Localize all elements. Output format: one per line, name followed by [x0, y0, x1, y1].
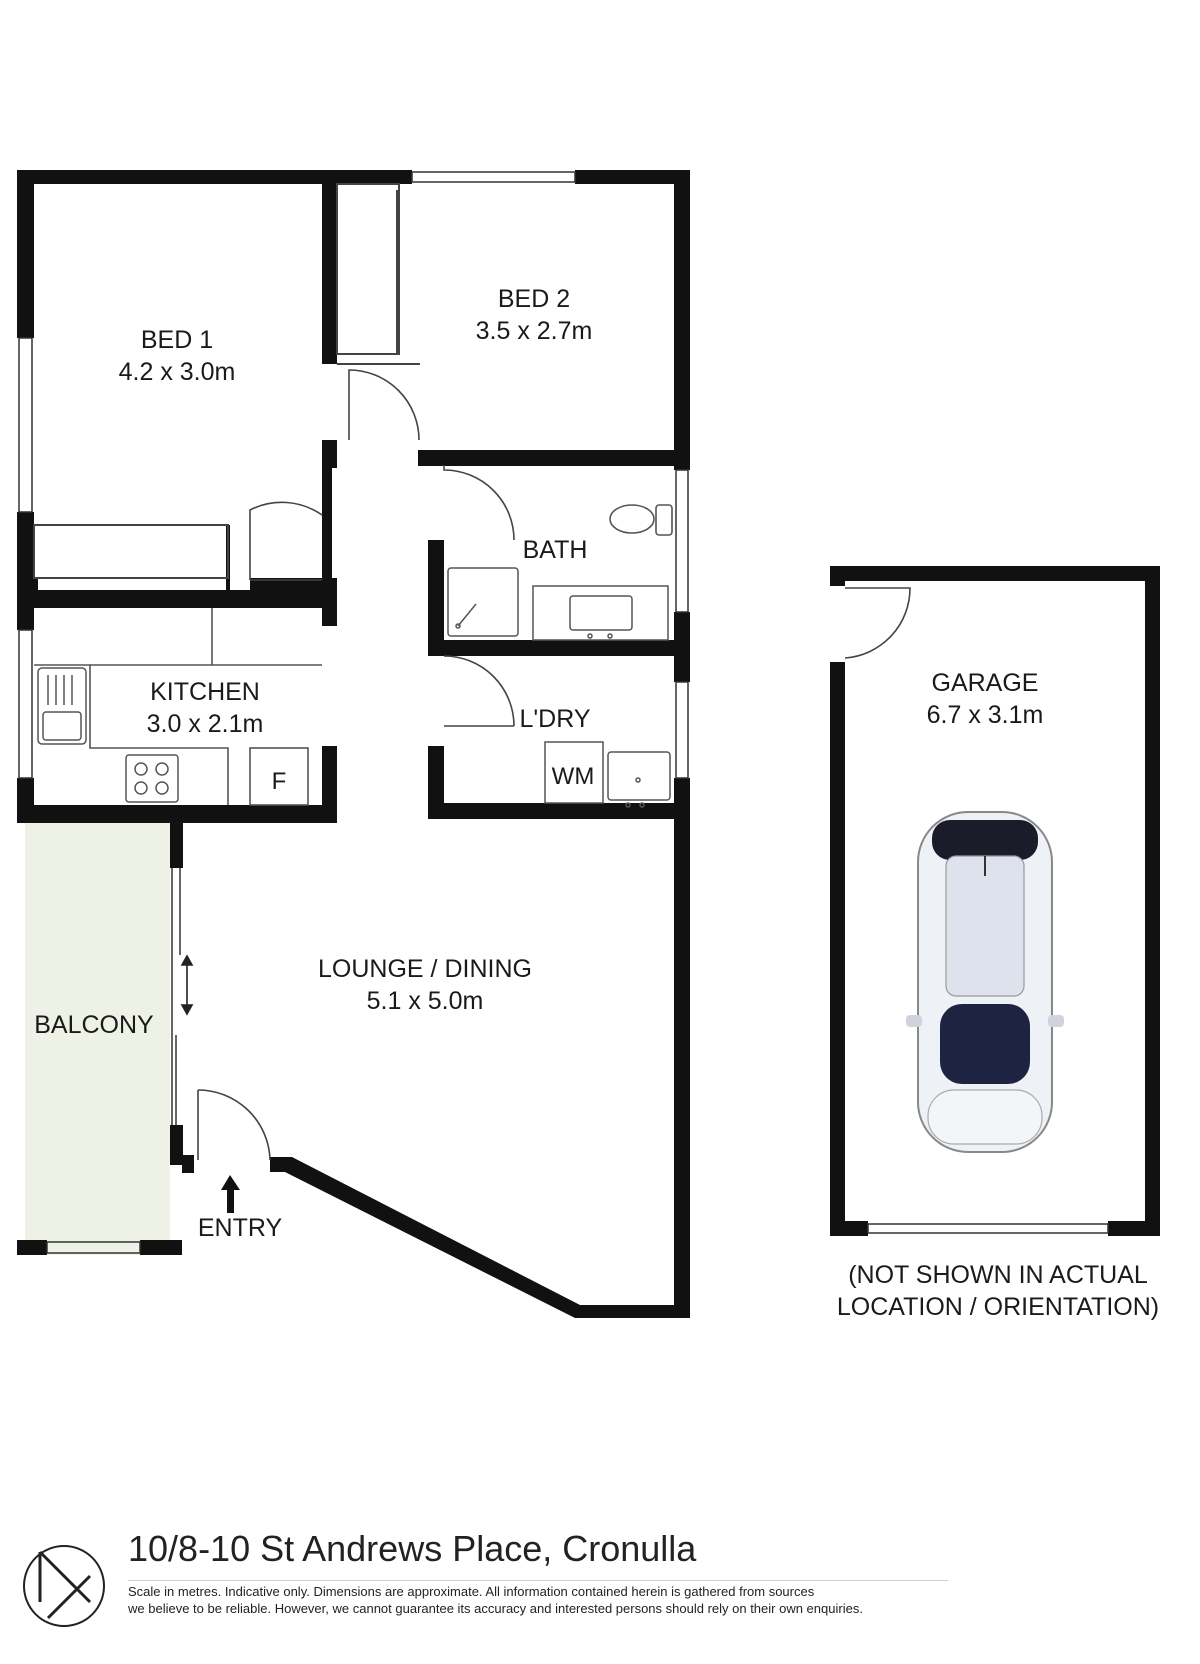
stove-icon [125, 754, 179, 803]
kitchen-size: 3.0 x 2.1m [147, 710, 264, 738]
disclaimer-line-2: we believe to be reliable. However, we c… [128, 1601, 863, 1616]
footer-divider [128, 1580, 948, 1581]
lounge-size: 5.1 x 5.0m [367, 987, 484, 1015]
bed2-name: BED 2 [498, 285, 570, 313]
property-address: 10/8-10 St Andrews Place, Cronulla [128, 1528, 697, 1569]
bath-fixtures [447, 567, 669, 641]
garage-walls [830, 566, 1160, 1236]
bed1-size: 4.2 x 3.0m [119, 358, 236, 386]
fridge-label: F [272, 768, 287, 795]
garage-roller-door [867, 1223, 1109, 1234]
doors [197, 369, 515, 1161]
laundry-name: L'DRY [519, 705, 590, 733]
balcony-name: BALCONY [34, 1011, 154, 1039]
lounge-name: LOUNGE / DINING [318, 955, 532, 983]
windows [18, 171, 689, 1254]
balcony-area [25, 820, 170, 1255]
car-icon [906, 811, 1064, 1153]
garage-name: GARAGE [932, 669, 1039, 697]
sliding-door-arrow-icon [180, 954, 194, 1016]
laundry-fixtures [544, 741, 671, 808]
garage-note-line1: (NOT SHOWN IN ACTUAL [848, 1261, 1148, 1289]
kitchen-benches [34, 608, 322, 806]
garage-note-line2: LOCATION / ORIENTATION) [837, 1293, 1159, 1321]
disclaimer-line-1: Scale in metres. Indicative only. Dimens… [128, 1584, 815, 1599]
toilet-icon [609, 504, 673, 536]
garage-size: 6.7 x 3.1m [927, 701, 1044, 729]
bath-name: BATH [523, 536, 588, 564]
bed1-name: BED 1 [141, 326, 213, 354]
kitchen-name: KITCHEN [150, 678, 260, 706]
wardrobes [33, 183, 420, 579]
sink-icon [37, 667, 87, 745]
bed2-size: 3.5 x 2.7m [476, 317, 593, 345]
entry-label: ENTRY [198, 1214, 283, 1242]
room-labels: BED 1 4.2 x 3.0m BED 2 3.5 x 2.7m BATH K… [34, 285, 1159, 1321]
garage-side-door [844, 587, 911, 659]
unit-walls [17, 170, 690, 1318]
floor-plan: BED 1 4.2 x 3.0m BED 2 3.5 x 2.7m BATH K… [17, 170, 1160, 1321]
washing-machine-label: WM [552, 763, 595, 790]
entry-arrow-icon [221, 1175, 240, 1213]
north-compass-icon [23, 1545, 105, 1627]
